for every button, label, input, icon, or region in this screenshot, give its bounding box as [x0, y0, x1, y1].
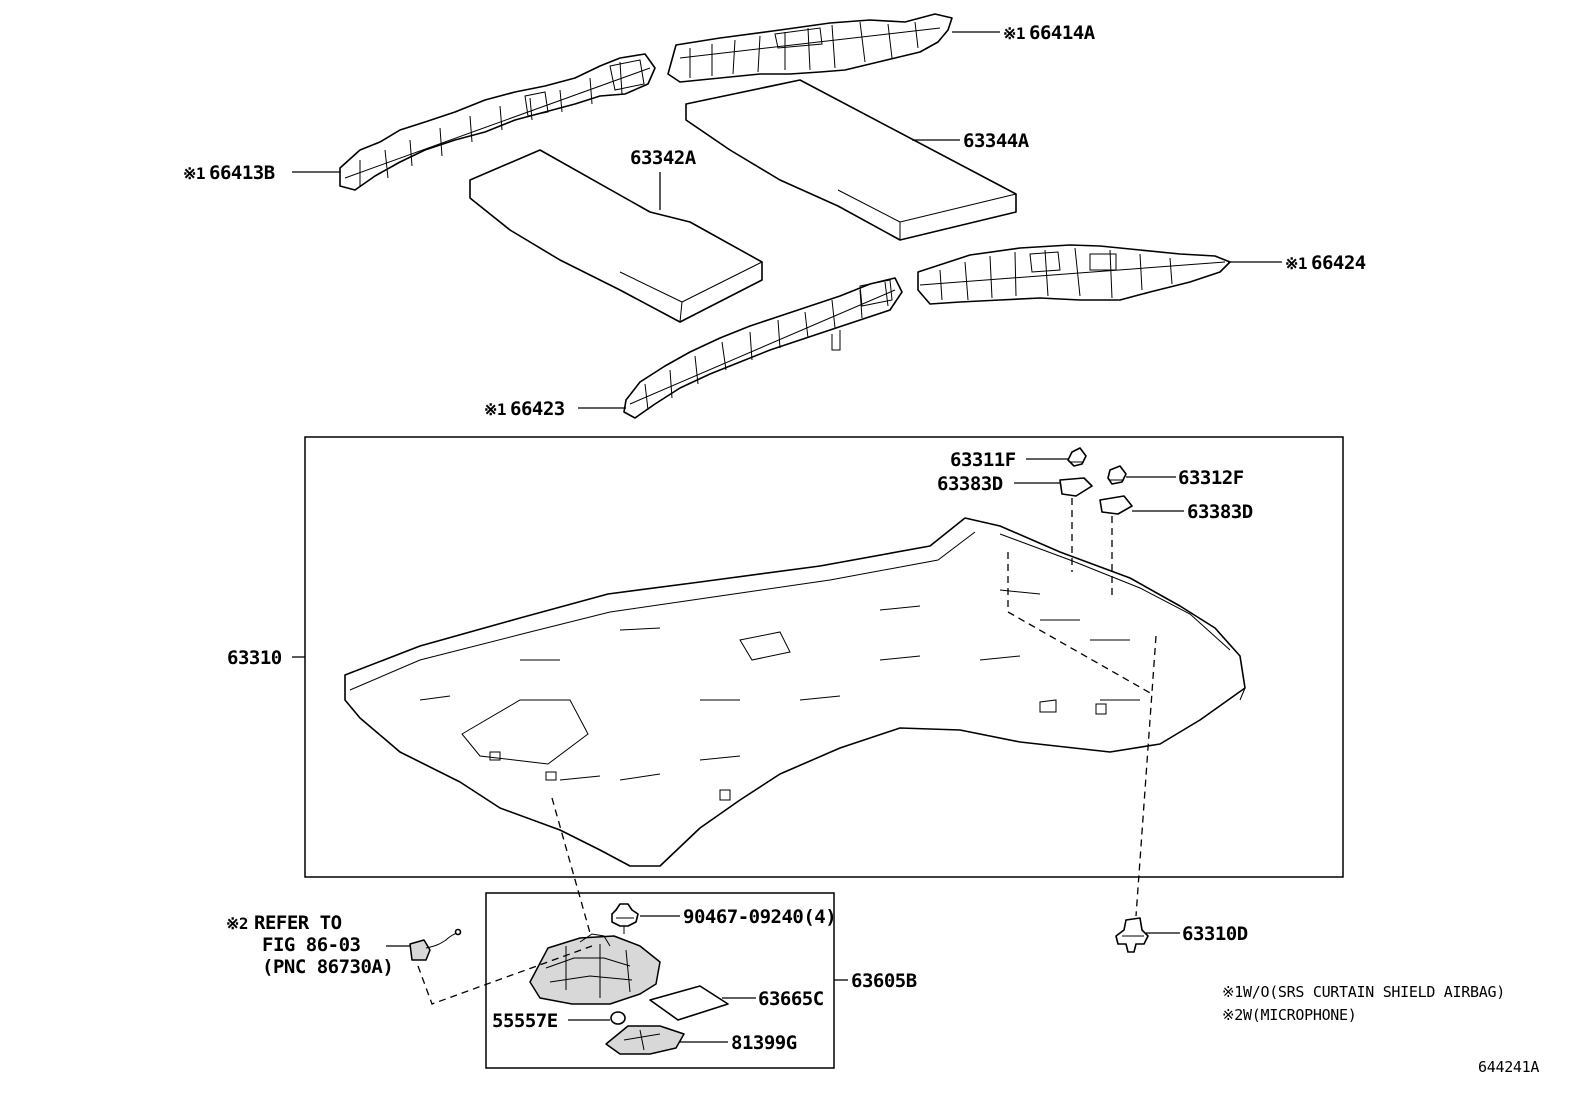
part-63383D-bracket-b[interactable]: [1099, 495, 1133, 515]
part-63310-headliner[interactable]: [344, 517, 1246, 867]
callout-63665C[interactable]: 63665C: [758, 988, 824, 1010]
part-63665C-lens[interactable]: [649, 985, 729, 1021]
callout-63310[interactable]: 63310: [227, 647, 282, 669]
guide-line-63310D: [1135, 635, 1157, 917]
callout-63310D[interactable]: 63310D: [1182, 923, 1248, 945]
callout-63383D-a[interactable]: 63383D: [937, 473, 1003, 495]
callout-63312F[interactable]: 63312F: [1178, 467, 1244, 489]
part-90467-09240-clip[interactable]: [611, 903, 639, 934]
callout-90467-09240[interactable]: 90467-09240(4): [683, 906, 837, 928]
guide-line-rear: [1007, 552, 1153, 695]
part-63383D-bracket-a[interactable]: [1059, 477, 1093, 497]
part-63312F-clip[interactable]: [1107, 465, 1127, 485]
callout-81399G[interactable]: 81399G: [731, 1032, 797, 1054]
part-map-lamp-housing[interactable]: [529, 933, 661, 1005]
part-63311F-clip[interactable]: [1067, 447, 1087, 467]
note-2: ※2W(MICROPHONE): [1222, 1006, 1357, 1024]
part-63310D-clip[interactable]: [1115, 917, 1149, 953]
part-66413B-bracket[interactable]: [339, 53, 656, 191]
part-microphone[interactable]: [409, 928, 462, 961]
callout-63311F[interactable]: 63311F: [950, 449, 1016, 471]
guide-line-microphone: [417, 945, 593, 1005]
callout-63383D-b[interactable]: 63383D: [1187, 501, 1253, 523]
callout-63605B[interactable]: 63605B: [851, 970, 917, 992]
part-66423-bracket[interactable]: [623, 277, 903, 419]
part-55557E-switch[interactable]: [610, 1011, 626, 1025]
reference-line-2: FIG 86-03: [262, 934, 361, 956]
figure-id: 644241A: [1478, 1058, 1539, 1076]
part-81399G-cover[interactable]: [605, 1025, 685, 1055]
note-1: ※1W/O(SRS CURTAIN SHIELD AIRBAG): [1222, 983, 1505, 1001]
part-63342A-pad[interactable]: [469, 149, 763, 323]
callout-55557E[interactable]: 55557E: [492, 1010, 558, 1032]
reference-line-3: (PNC 86730A): [262, 956, 393, 978]
callout-63344A[interactable]: 63344A: [963, 130, 1030, 152]
part-66424-bracket[interactable]: [917, 244, 1231, 305]
part-66414A-bracket[interactable]: [667, 13, 953, 83]
callout-63342A[interactable]: 63342A: [630, 147, 697, 169]
part-63344A-pad[interactable]: [685, 79, 1017, 241]
guide-line-map-lamp: [551, 797, 593, 941]
